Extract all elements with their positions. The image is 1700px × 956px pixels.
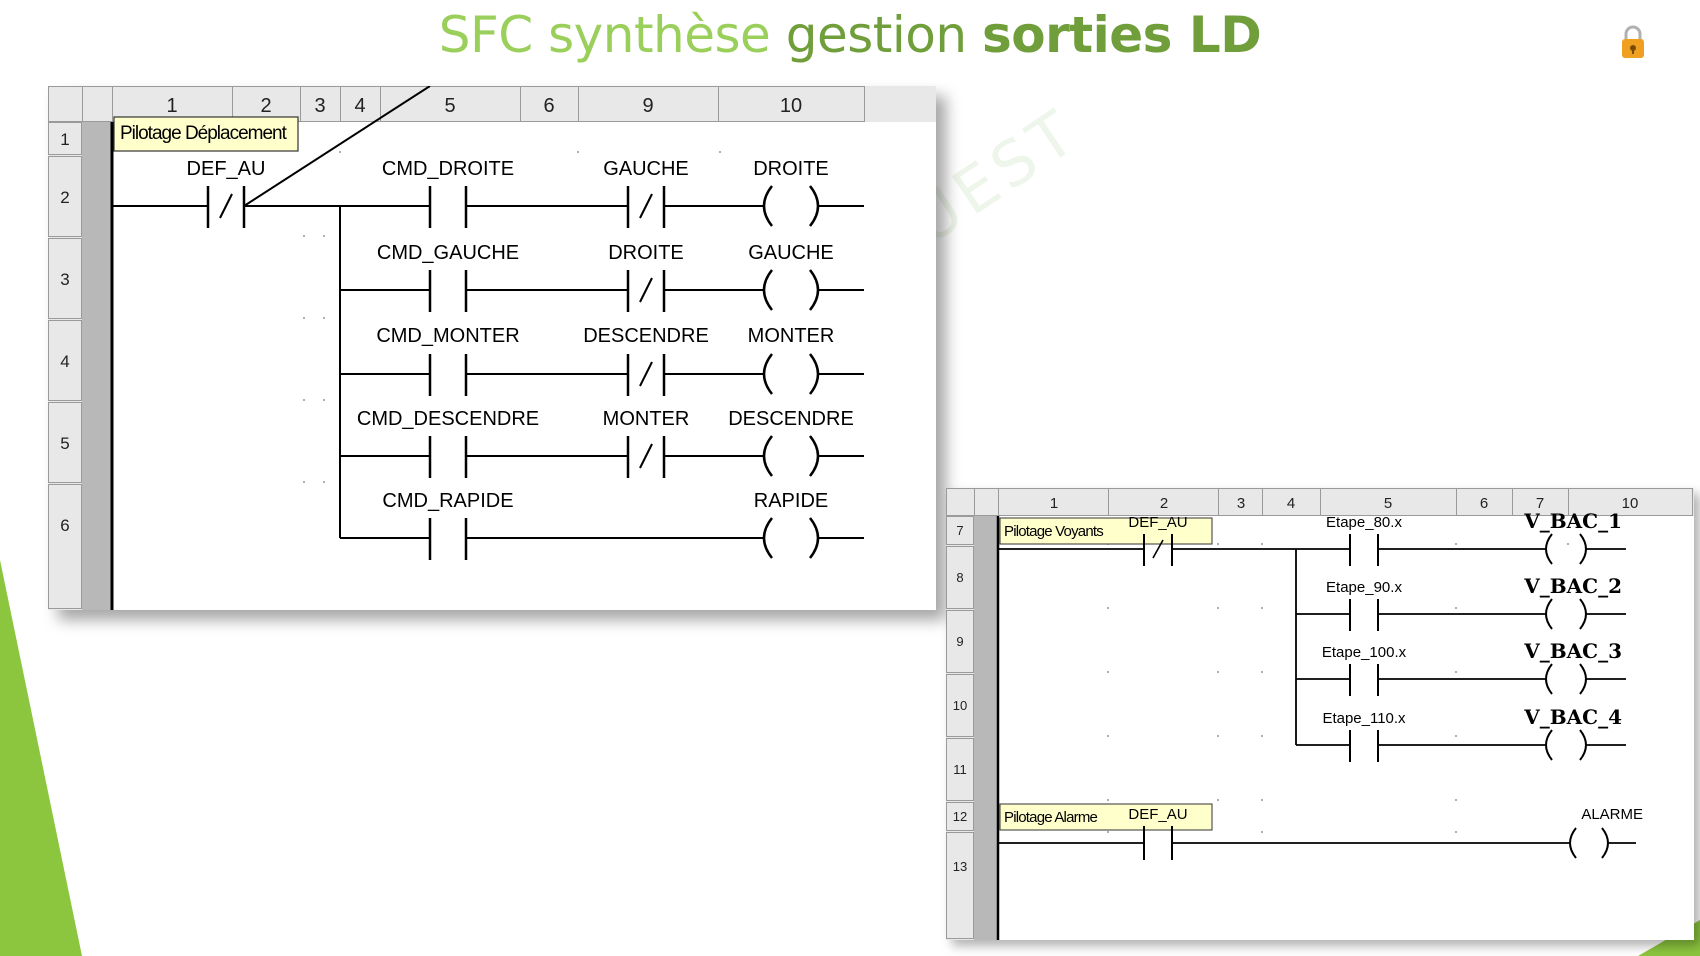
- coil-label: RAPIDE: [754, 490, 828, 512]
- column-header: 4: [1287, 495, 1295, 512]
- comment-box-alarme: [999, 803, 1213, 831]
- title-word-gestion: gestion: [785, 6, 967, 64]
- contact-label: CMD_DROITE: [382, 158, 514, 180]
- row-header: 7: [956, 523, 963, 538]
- panel-background: [946, 488, 1694, 940]
- grid-dots: [1107, 543, 1569, 833]
- contact-nc-def-au: [206, 186, 246, 228]
- column-headers: [946, 488, 1693, 516]
- coils-column-10: [1545, 533, 1587, 761]
- ladder-wiring: [112, 86, 864, 539]
- contact-label: DEF_AU: [1128, 514, 1187, 531]
- row-header: 11: [953, 762, 967, 777]
- contact-nc-def-au: [1143, 534, 1173, 566]
- column-header: 3: [314, 95, 325, 117]
- contact-label: CMD_MONTER: [376, 325, 519, 347]
- comment-box-deplacement: [113, 116, 299, 152]
- coil-label: MONTER: [748, 325, 835, 347]
- row-header: 3: [60, 270, 69, 289]
- contacts-no-column-5: [428, 186, 468, 560]
- ladder-panel-voyants: 1 2 3 4 5 6 7 10 7 8 9 10 11 12 13: [946, 488, 1694, 940]
- coil-label: V_BAC_3: [1523, 639, 1622, 663]
- column-header: 3: [1237, 495, 1245, 512]
- coil-alarme: [1569, 827, 1609, 859]
- contact-label: Etape_100.x: [1322, 644, 1407, 661]
- slide-title: SFC synthèse gestion sorties LD: [0, 6, 1700, 64]
- comment-box-voyants: [999, 517, 1213, 545]
- comment-text: Pilotage Alarme: [1004, 809, 1098, 826]
- contact-label: Etape_90.x: [1326, 579, 1402, 596]
- column-header: 5: [444, 95, 455, 117]
- row-header: 1: [60, 130, 69, 149]
- contact-label: DEF_AU: [187, 158, 266, 180]
- column-header: 10: [1622, 495, 1639, 512]
- row-header: 4: [60, 352, 69, 371]
- comment-text: Pilotage Déplacement: [120, 123, 288, 144]
- column-header: 2: [1160, 495, 1168, 512]
- column-header: 9: [642, 95, 653, 117]
- contact-label: CMD_RAPIDE: [382, 490, 513, 512]
- column-header: 1: [166, 95, 177, 117]
- coil-label: DROITE: [753, 158, 829, 180]
- contact-label: MONTER: [603, 408, 690, 430]
- column-header: 5: [1384, 495, 1392, 512]
- coil-label: V_BAC_2: [1523, 574, 1622, 598]
- coil-label: DESCENDRE: [728, 408, 854, 430]
- coil-label: V_BAC_1: [1523, 509, 1622, 533]
- grid-dots: [303, 151, 721, 483]
- row-headers: [48, 122, 82, 609]
- row-header-bar: [48, 86, 82, 610]
- contact-label: DEF_AU: [1128, 806, 1187, 823]
- contact-label: CMD_DESCENDRE: [357, 408, 539, 430]
- title-word-sorties: sorties LD: [981, 6, 1262, 64]
- column-header: 1: [1050, 495, 1058, 512]
- title-word-sfc: SFC: [438, 6, 533, 64]
- ladder-diagram-deplacement: 1 2 3 4 5 6 9 10 1 2 3 4 5 6: [48, 86, 936, 610]
- column-header: 4: [354, 95, 365, 117]
- contact-label: GAUCHE: [603, 158, 689, 180]
- column-header-bar: [48, 86, 936, 122]
- ladder-panel-deplacement: 1 2 3 4 5 6 9 10 1 2 3 4 5 6: [48, 86, 936, 610]
- contact-label: Etape_110.x: [1322, 710, 1406, 727]
- row-header: 5: [60, 434, 69, 453]
- row-header: 6: [60, 516, 69, 535]
- row-header: 13: [953, 859, 967, 874]
- row-header-bar: [946, 488, 974, 940]
- contact-label: CMD_GAUCHE: [377, 242, 519, 264]
- row-header: 10: [953, 698, 967, 713]
- column-header: 7: [1536, 495, 1544, 512]
- coil-label: V_BAC_4: [1523, 705, 1622, 729]
- coil-label: GAUCHE: [748, 242, 834, 264]
- row-header: 12: [953, 809, 967, 824]
- title-word-synthese: synthèse: [548, 6, 771, 64]
- comment-text: Pilotage Voyants: [1004, 523, 1103, 540]
- row-header: 9: [956, 634, 963, 649]
- row-headers: [946, 516, 974, 939]
- contact-label: DROITE: [608, 242, 684, 264]
- ladder-diagram-voyants: 1 2 3 4 5 6 7 10 7 8 9 10 11 12 13: [946, 488, 1694, 940]
- column-header: 6: [543, 95, 554, 117]
- column-header: 2: [260, 95, 271, 117]
- left-gutter: [82, 122, 112, 610]
- column-header: 10: [780, 95, 802, 117]
- contact-label: DESCENDRE: [583, 325, 709, 347]
- panel-background: [48, 86, 936, 610]
- row-header: 8: [956, 570, 963, 585]
- contact-label: Etape_80.x: [1326, 514, 1402, 531]
- contacts-no-column-5: [1349, 534, 1379, 762]
- contacts-nc-column-9: [626, 186, 666, 478]
- column-header: 6: [1480, 495, 1488, 512]
- coil-label: ALARME: [1581, 806, 1643, 823]
- row-header: 2: [60, 188, 69, 207]
- lock-icon: [1622, 25, 1644, 58]
- ladder-wiring: [998, 548, 1636, 844]
- coils-column-10: [762, 185, 820, 559]
- left-gutter: [974, 516, 998, 940]
- contact-no-def-au-alarm: [1143, 826, 1173, 860]
